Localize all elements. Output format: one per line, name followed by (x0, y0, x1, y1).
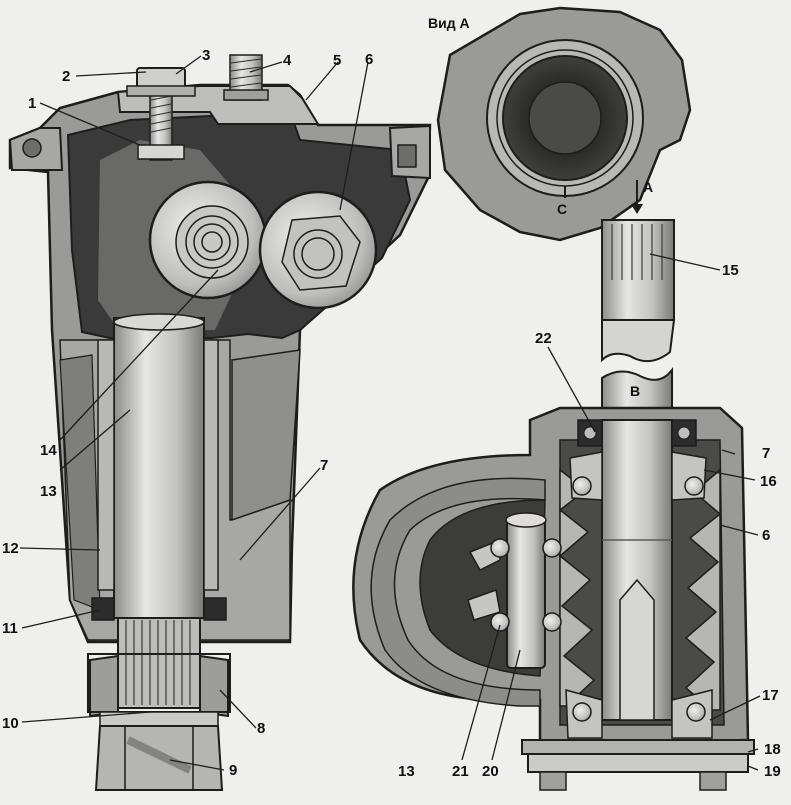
callout-7-left: 7 (320, 457, 328, 474)
input-shaft (601, 219, 675, 321)
view-a: Вид А С (428, 6, 692, 242)
callout-18: 18 (764, 741, 781, 758)
callout-7-right: 7 (762, 445, 770, 462)
callout-15: 15 (722, 262, 739, 279)
view-arrow: А (631, 179, 653, 214)
callout-14: 14 (40, 442, 57, 459)
view-a-caption: Вид А (428, 15, 470, 31)
leader-lines (19, 55, 761, 771)
sector-body (370, 477, 546, 707)
roller-axle (506, 517, 546, 669)
callout-numbers: 1 2 3 4 5 6 7 8 9 10 11 12 13 14 15 22 7… (2, 47, 781, 780)
bipod-shaft (113, 317, 205, 619)
svg-text:А: А (643, 179, 653, 195)
splined-end (117, 617, 201, 709)
callout-5: 5 (333, 52, 341, 69)
callout-1: 1 (28, 95, 36, 112)
left-section-view (8, 54, 432, 791)
callout-20: 20 (482, 763, 499, 780)
callout-10: 10 (2, 715, 19, 732)
callout-22: 22 (535, 330, 552, 347)
callout-11: 11 (2, 620, 18, 637)
callout-21: 21 (452, 763, 469, 780)
callout-13-left: 13 (40, 483, 57, 500)
callout-6-right: 6 (762, 527, 770, 544)
svg-text:В: В (630, 383, 640, 399)
callout-2: 2 (62, 68, 70, 85)
right-section-view: В (352, 219, 755, 791)
callout-8: 8 (257, 720, 265, 737)
callout-17: 17 (762, 687, 779, 704)
mark-c: С (557, 201, 567, 217)
steering-arm (89, 654, 229, 718)
callout-16: 16 (760, 473, 777, 490)
callout-13-right: 13 (398, 763, 415, 780)
bottom-cover (521, 739, 755, 755)
callout-6: 6 (365, 51, 373, 68)
callout-3: 3 (202, 47, 210, 64)
callout-9: 9 (229, 762, 237, 779)
callout-19: 19 (764, 763, 781, 780)
callout-12: 12 (2, 540, 19, 557)
callout-4: 4 (283, 52, 292, 69)
